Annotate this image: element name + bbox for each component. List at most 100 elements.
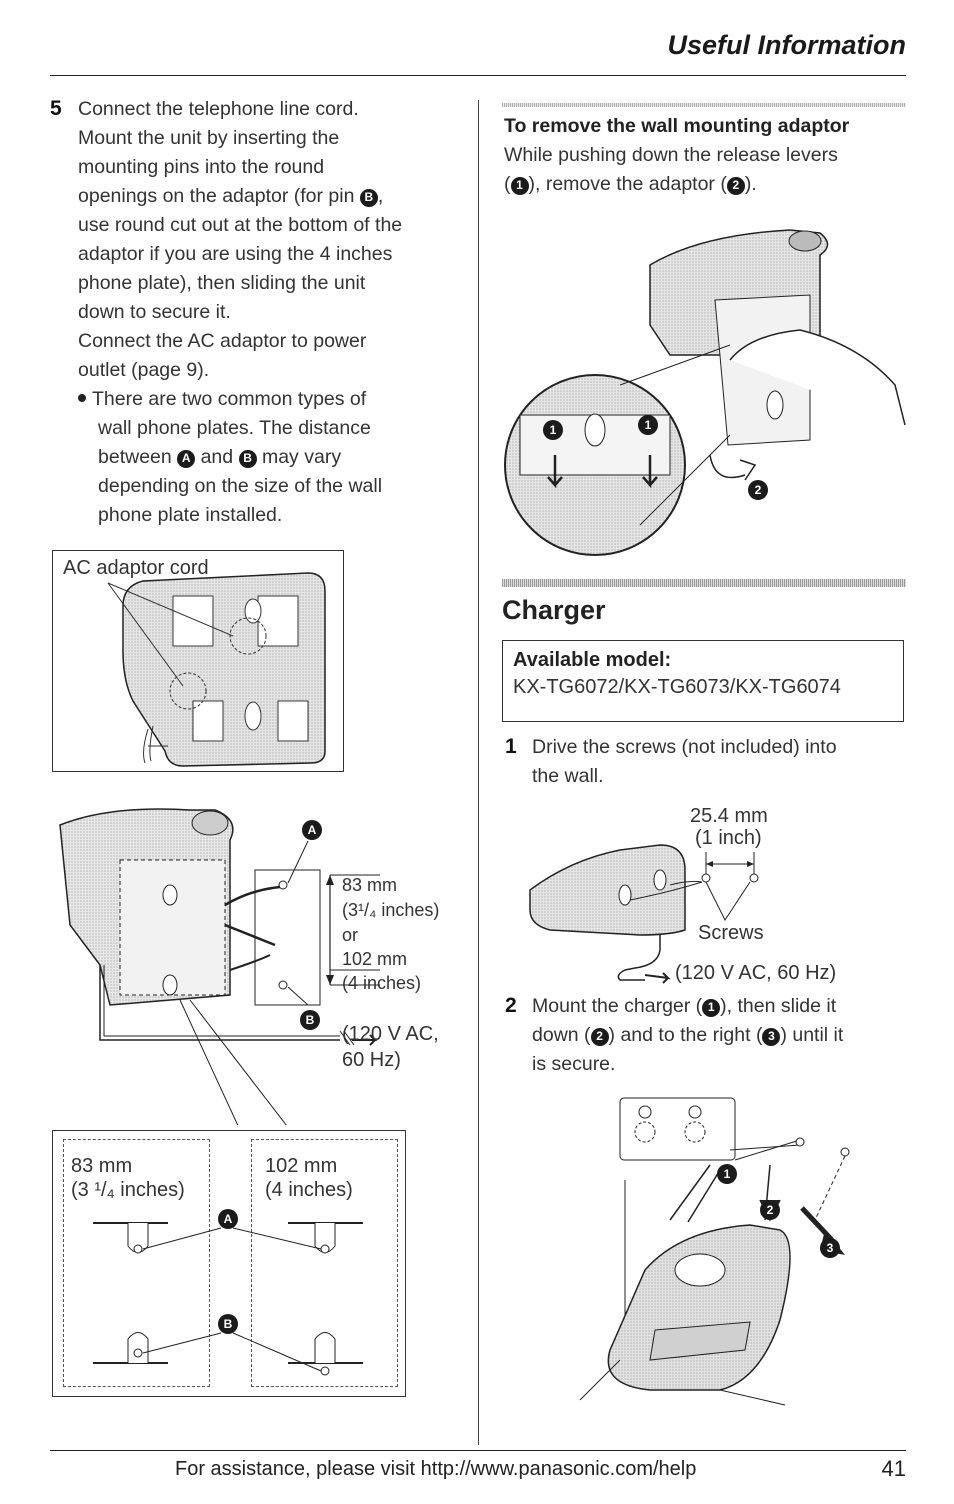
screws-label: Screws xyxy=(698,922,764,944)
step-2-number: 2 xyxy=(505,994,517,1017)
dim-102mm: 102 mm xyxy=(342,949,408,969)
available-model-list: KX-TG6072/KX-TG6073/KX-TG6074 xyxy=(513,676,841,698)
step-5-line: Connect the AC adaptor to power xyxy=(78,330,367,352)
marker-b: B xyxy=(218,1314,238,1334)
step-1-number: 1 xyxy=(505,735,517,758)
marker-b: B xyxy=(359,188,378,207)
step-5-number: 5 xyxy=(50,97,62,120)
bullet-icon xyxy=(78,394,86,402)
step-number-3: 3 xyxy=(820,1238,840,1258)
plate-83mm-box xyxy=(63,1139,210,1387)
bullet-line: phone plate installed. xyxy=(98,504,283,526)
figure-unit-mounting: A B 83 mm (3¹/₄ inches) or 102 mm (4 inc… xyxy=(50,795,470,1125)
step-5-line: down to secure it. xyxy=(78,301,231,323)
figure-wall-plates: 83 mm (3 ¹/₄ inches) 102 mm (4 inches) A… xyxy=(52,1130,406,1397)
figure-charger-mount: 1 2 3 xyxy=(570,1090,890,1420)
plate-right-inches: (4 inches) xyxy=(265,1179,353,1201)
figure-charger-screws: 25.4 mm (1 inch) Screws (120 V AC, 60 Hz… xyxy=(520,800,900,990)
header-divider xyxy=(50,75,906,76)
plate-left-dim: 83 mm xyxy=(71,1155,133,1177)
figure-label: AC adaptor cord xyxy=(63,557,209,579)
screw-distance-mm: 25.4 mm xyxy=(690,805,768,827)
step-5-bullet: There are two common types of wall phone… xyxy=(78,385,473,530)
step-number-3: 3 xyxy=(762,1027,781,1046)
column-divider xyxy=(478,100,479,1445)
bullet-line-text: may vary xyxy=(261,446,342,468)
marker-a: A xyxy=(302,820,322,840)
wall-plate-illustration xyxy=(93,1222,363,1376)
charger-screws-illustration xyxy=(529,844,759,984)
screw-distance-inch: (1 inch) xyxy=(695,827,762,849)
remove-line-text: ), remove the adaptor ( xyxy=(528,173,727,195)
step-number-1: 1 xyxy=(702,998,721,1017)
step-5-line: outlet (page 9). xyxy=(78,359,210,381)
section-divider-dotted xyxy=(502,579,906,587)
available-model-box: Available model: KX-TG6072/KX-TG6073/KX-… xyxy=(502,640,904,722)
step-number-1: 1 xyxy=(638,415,658,435)
charger-mount-illustration xyxy=(579,1097,850,1406)
charger-heading: Charger xyxy=(502,595,606,625)
power-label-1: (120 V AC, xyxy=(342,1023,439,1045)
plate-left-inches: (3 ¹/₄ inches) xyxy=(71,1179,185,1201)
step-5-text: Connect the telephone line cord. Mount t… xyxy=(78,95,473,530)
step-2-line-text: ) until it xyxy=(780,1024,844,1046)
step-2-line: down (2) and to the right (3) until it xyxy=(532,1021,912,1050)
marker-a: A xyxy=(177,449,196,468)
step-5-line: mounting pins into the round xyxy=(78,156,325,178)
marker-b: B xyxy=(300,1010,320,1030)
step-2-line: is secure. xyxy=(532,1053,616,1075)
page-number: 41 xyxy=(881,1456,906,1481)
step-number-2: 2 xyxy=(590,1027,609,1046)
unit-mounting-illustration xyxy=(59,808,380,1125)
step-5-line: adaptor if you are using the 4 inches xyxy=(78,243,393,265)
bullet-line-text: between xyxy=(98,446,172,468)
step-2-text: Mount the charger (1), then slide it dow… xyxy=(532,992,912,1079)
section-header-title: Useful Information xyxy=(667,30,906,60)
step-5-line: openings on the adaptor (for pin B, xyxy=(78,185,384,207)
footer-assistance-text: For assistance, please visit http://www.… xyxy=(175,1458,697,1480)
figure-remove-adaptor: 1 1 2 xyxy=(500,225,920,560)
dim-83mm: 83 mm xyxy=(342,875,398,895)
marker-b: B xyxy=(238,449,257,468)
step-1-text: Drive the screws (not included) into the… xyxy=(532,733,912,791)
marker-a: A xyxy=(218,1209,238,1229)
remove-line-text: ). xyxy=(744,173,757,195)
bullet-line: depending on the size of the wall xyxy=(98,475,383,497)
step-number-2: 2 xyxy=(760,1200,780,1220)
remove-line: (1), remove the adaptor (2). xyxy=(504,170,908,199)
step-5-line: phone plate), then sliding the unit xyxy=(78,272,366,294)
step-number-1: 1 xyxy=(717,1164,737,1184)
available-model-label: Available model: xyxy=(513,649,672,671)
power-label-2: 60 Hz) xyxy=(342,1049,401,1071)
charger-power-label: (120 V AC, 60 Hz) xyxy=(675,962,837,984)
remove-adaptor-text: While pushing down the release levers (1… xyxy=(504,141,908,199)
step-5-line-text: openings on the adaptor (for pin xyxy=(78,185,355,207)
step-2-line-text: Mount the charger ( xyxy=(532,995,703,1017)
remove-line-text: ( xyxy=(504,173,511,195)
dim-102mm-inches: (4 inches) xyxy=(342,973,422,993)
step-5-line: Mount the unit by inserting the xyxy=(78,127,340,149)
step-5-line: Connect the telephone line cord. xyxy=(78,98,359,120)
dim-or: or xyxy=(342,925,359,945)
footer-divider xyxy=(50,1450,906,1451)
bullet-line: between A and B may vary xyxy=(78,443,473,472)
step-2-line-text: ), then slide it xyxy=(720,995,837,1017)
figure-ac-adaptor-cord: AC adaptor cord xyxy=(52,550,344,772)
remove-adaptor-illustration xyxy=(504,229,906,556)
bullet-line-text: and xyxy=(200,446,234,468)
step-2-line: Mount the charger (1), then slide it xyxy=(532,992,912,1021)
plate-102mm-box xyxy=(251,1139,398,1387)
section-divider-dotted xyxy=(502,103,906,107)
step-5-line: use round cut out at the bottom of the xyxy=(78,214,403,236)
plate-right-dim: 102 mm xyxy=(265,1155,338,1177)
step-number-2: 2 xyxy=(726,176,745,195)
step-number-1: 1 xyxy=(543,420,563,440)
step-number-1: 1 xyxy=(510,176,529,195)
step-number-2: 2 xyxy=(748,480,768,500)
wall-adaptor-illustration xyxy=(107,572,326,767)
step-2-line-text: down ( xyxy=(532,1024,591,1046)
step-2-line-text: ) and to the right ( xyxy=(608,1024,763,1046)
step-1-line: the wall. xyxy=(532,765,604,787)
step-1-line: Drive the screws (not included) into xyxy=(532,736,837,758)
dim-83mm-inches: (3¹/₄ inches) xyxy=(342,900,440,920)
